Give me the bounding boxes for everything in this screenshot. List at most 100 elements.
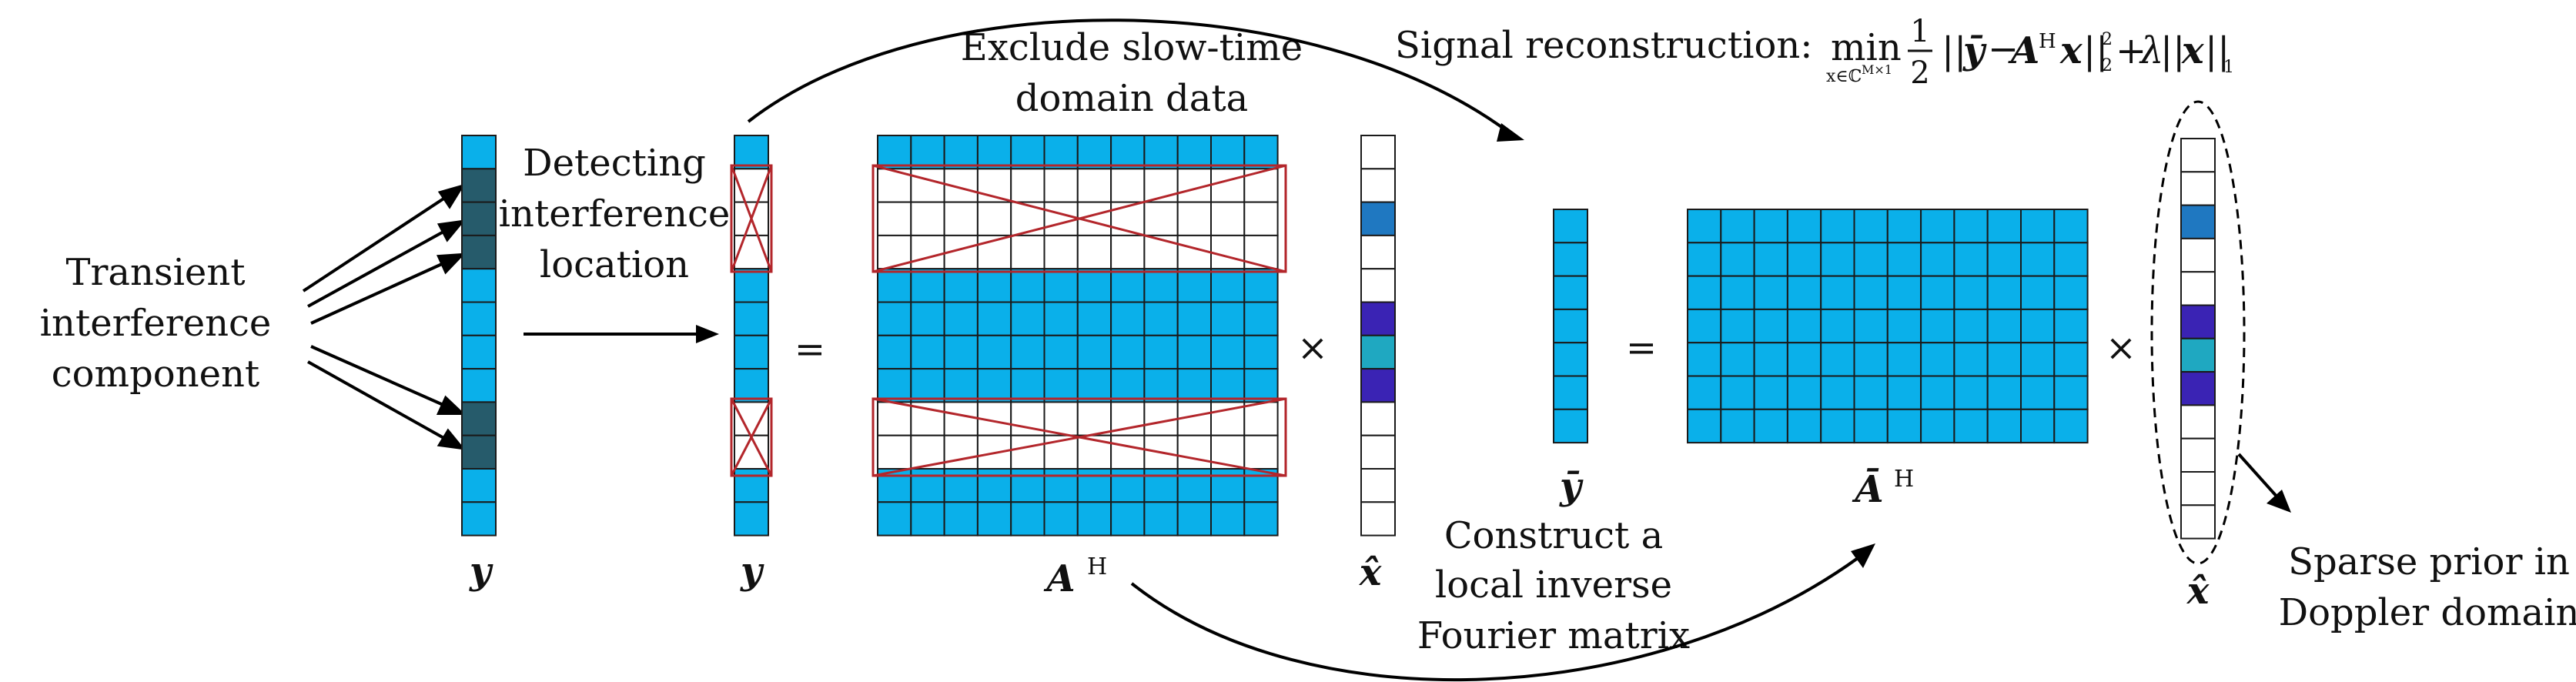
vector-x-hat-cell [1360,468,1396,503]
matrix-AH-cell [1010,334,1045,370]
matrix-A-bar-cell [1986,375,2022,410]
matrix-A-bar-cell [1720,342,1755,377]
matrix-AH-cell [1043,368,1079,403]
half-numerator: 1 [1910,14,1929,49]
vector-y-bar-cell [1553,242,1588,277]
matrix-AH-cell [877,501,912,537]
matrix-A-bar-cell [1753,342,1788,377]
matrix-A-bar-cell [1986,242,2022,277]
matrix-A-bar-cell [1920,242,1955,277]
construct-line-1: Construct a [1444,514,1663,557]
vector-y-cell [461,434,497,470]
matrix-AH-cell [1043,135,1079,170]
matrix-AH-cell [1076,301,1112,336]
matrix-AH-cell [1243,268,1279,303]
matrix-A-bar-cell [1920,375,1955,410]
signal-prefix: Signal reconstruction: [1395,24,1812,67]
matrix-AH-cell [1043,234,1079,270]
matrix-A-bar-cell [1986,209,2022,244]
matrix-A-bar-cell [1720,308,1755,344]
matrix-AH-cell [1176,201,1212,236]
label-AH-base: A [1043,557,1075,600]
times-sign-1: × [1297,326,1328,369]
matrix-AH-cell [1143,301,1179,336]
matrix-AH-cell [1176,268,1212,303]
sparse-label: Sparse prior in Doppler domain [2279,540,2576,634]
label-x-hat: x̂ [1359,551,1383,594]
matrix-AH-cell [1143,368,1179,403]
matrix-AH-cell [943,468,979,503]
vector-x-hat-2-cell [2180,271,2216,306]
matrix-A-bar-cell [2053,308,2089,344]
matrix-A-bar-cell [1953,408,1989,444]
matrix-AH-cell [1110,368,1146,403]
matrix-A-bar-cell [1720,275,1755,310]
vector-x-hat-2-cell [2180,204,2216,239]
matrix-A-bar-cell [1986,308,2022,344]
half-denominator: 2 [1910,55,1929,91]
arrow-to-y-4 [310,345,460,413]
matrix-A-bar-cell [1687,408,1722,444]
vector-x-hat-cell [1360,168,1396,203]
matrix-AH-cell [1043,168,1079,203]
vector-x-hat-cell [1360,201,1396,236]
matrix-AH-cell [1176,368,1212,403]
matrix-A-bar-cell [1753,242,1788,277]
matrix-AH-cell [1110,268,1146,303]
matrix-AH-cell [1076,268,1112,303]
vector-y-masked-cell [734,401,769,436]
equals-sign-2: = [1626,326,1657,369]
top-curve-arrow [747,18,1524,142]
vector-y-cell [461,268,497,303]
matrix-AH-cell [943,301,979,336]
matrix-AH-cell [1243,301,1279,336]
excluded-region-box [871,397,1287,477]
matrix-A-bar-cell [1786,375,1822,410]
matrix-AH-cell [1176,501,1212,537]
matrix-A-bar-cell [1820,342,1855,377]
matrix-AH-cell [910,168,945,203]
matrix-AH-cell [976,268,1012,303]
matrix-AH-cell [910,301,945,336]
matrix-A-bar-cell [1953,275,1989,310]
matrix-AH-cell [1243,135,1279,170]
matrix-AH-cell [1076,501,1112,537]
sparse-arrow [2237,453,2291,513]
matrix-A-bar-cell [1953,209,1989,244]
norm1-sub: 1 [2223,58,2234,77]
matrix-A-bar-cell [1920,209,1955,244]
matrix-AH-cell [910,368,945,403]
matrix-AH-cell [910,201,945,236]
matrix-AH-cell [910,468,945,503]
matrix-AH-cell [943,334,979,370]
matrix-A-bar-cell [1687,342,1722,377]
matrix-AH-cell [1143,201,1179,236]
matrix-A-bar-cell [1853,209,1889,244]
vector-y-masked-cell [734,501,769,537]
vector-y-bar-cell [1553,209,1588,244]
matrix-AH-cell [976,468,1012,503]
excluded-cross-line [872,397,1286,477]
matrix-AH-cell [877,135,912,170]
matrix-A-bar-cell [2053,275,2089,310]
vector-x-hat-cell [1360,368,1396,403]
matrix-A-bar-cell [2020,308,2056,344]
vector-y-cell [461,501,497,537]
matrix-A-bar-cell [1687,308,1722,344]
norm1-open: || [2160,29,2185,72]
vector-y [461,135,497,537]
vector-x-hat-cell [1360,434,1396,470]
matrix-AH-cell [976,201,1012,236]
construct-line-3: Fourier matrix [1417,614,1690,657]
vector-x-hat-2-cell [2180,171,2216,206]
label-y-bar: ȳ [1559,465,1584,508]
vector-y-bar-cell [1553,375,1588,410]
detect-arrow [524,325,719,343]
matrix-A-bar-cell [1853,375,1889,410]
lambda-symbol: λ [2139,29,2163,72]
matrix-A-bar-cell [1786,408,1822,444]
matrix-AH-cell [1176,434,1212,470]
A-term-sup: H [2039,30,2056,53]
matrix-AH-cell [1010,368,1045,403]
matrix-AH-cell [1143,135,1179,170]
